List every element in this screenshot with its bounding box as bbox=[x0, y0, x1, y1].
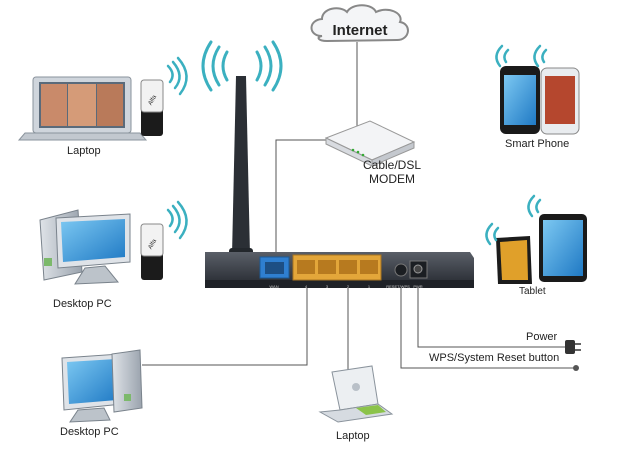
smart-phone-label: Smart Phone bbox=[505, 138, 570, 150]
adapter-top-wifi-waves-icon bbox=[166, 56, 188, 96]
wps-port-label: RESET/WPS bbox=[386, 284, 410, 289]
lan-port-1-label: 1 bbox=[368, 284, 371, 289]
router-device bbox=[205, 252, 474, 288]
desktop-pc-mid-icon bbox=[39, 209, 131, 285]
modem-label: Cable/DSL MODEM bbox=[356, 158, 428, 186]
tablet-icon bbox=[496, 214, 587, 284]
power-callout-label: Power bbox=[526, 331, 558, 343]
router-antenna bbox=[229, 76, 253, 260]
wps-endpoint-icon bbox=[573, 365, 579, 371]
laptop-bottom-label: Laptop bbox=[336, 430, 370, 442]
wps-line bbox=[400, 282, 575, 369]
lan-port-3-label: 3 bbox=[326, 284, 329, 289]
power-line bbox=[417, 282, 572, 348]
power-port-label: PWR bbox=[413, 284, 422, 289]
adapter-mid-wifi-waves-icon bbox=[166, 200, 188, 240]
usb-wifi-adapter-mid-icon: Alfa bbox=[140, 223, 164, 280]
power-plug-icon bbox=[565, 340, 581, 354]
desktop-pc-bottom-label: Desktop PC bbox=[60, 426, 119, 438]
laptop-bottom-icon bbox=[318, 365, 394, 423]
power-jack-icon bbox=[413, 264, 423, 274]
router-wifi-waves-icon bbox=[201, 40, 283, 92]
desktop-pc-bottom-icon bbox=[61, 349, 143, 423]
lan-port-2-label: 2 bbox=[347, 284, 350, 289]
modem-label-line1: Cable/DSL bbox=[362, 158, 422, 172]
modem-to-wan-line bbox=[275, 139, 326, 258]
internet-label: Internet bbox=[332, 22, 387, 39]
modem-label-line2: MODEM bbox=[369, 172, 415, 186]
lan-to-desktop-line bbox=[142, 282, 308, 366]
tablet-wifi-waves-icon bbox=[485, 194, 542, 246]
wps-reset-callout-label: WPS/System Reset button bbox=[429, 352, 560, 364]
wps-reset-button-icon bbox=[394, 263, 408, 277]
phone-wifi-waves-icon bbox=[495, 44, 548, 68]
laptop-top-label: Laptop bbox=[67, 145, 101, 157]
svg-text:Alfa: Alfa bbox=[148, 94, 159, 107]
desktop-pc-mid-label: Desktop PC bbox=[53, 298, 112, 310]
tablet-label: Tablet bbox=[519, 286, 546, 297]
connection-lines bbox=[142, 42, 575, 375]
modem-device bbox=[324, 120, 416, 167]
wan-port-label: WAN bbox=[269, 284, 278, 289]
usb-wifi-adapter-top-icon: Alfa bbox=[140, 79, 164, 136]
lan-port-4-label: 4 bbox=[305, 284, 308, 289]
smart-phone-icon bbox=[500, 66, 580, 135]
svg-text:Alfa: Alfa bbox=[148, 238, 159, 251]
laptop-top-icon bbox=[17, 76, 148, 141]
internet-cloud bbox=[310, 4, 409, 43]
